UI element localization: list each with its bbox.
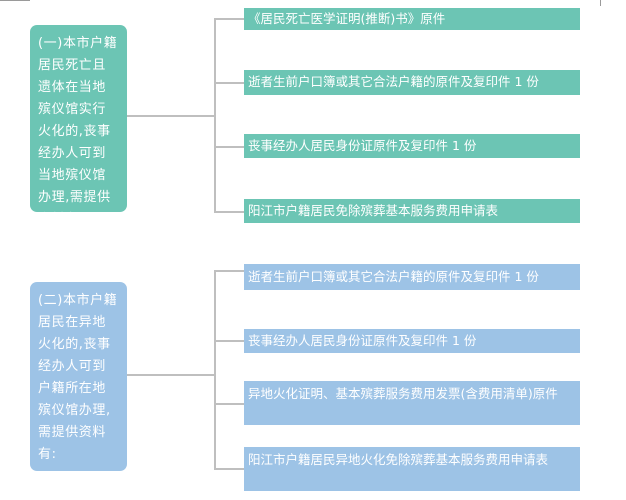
group-2-connector-branch-2 — [214, 340, 244, 342]
group-2-connector-branch-4 — [214, 468, 244, 470]
group-2-item-4: 阳江市户籍居民异地火化免除殡葬基本服务费用申请表 — [244, 447, 580, 491]
group-2-connector-stem — [127, 374, 215, 376]
group-1-item-4: 阳江市户籍居民免除殡葬基本服务费用申请表 — [244, 199, 580, 223]
top-edge-mark-left — [0, 0, 30, 1]
group-1-item-2-text: 逝者生前户口簿或其它合法户籍的原件及复印件 1 份 — [248, 74, 539, 90]
group-2-connector-branch-1 — [214, 270, 244, 272]
group-1-item-1: 《居民死亡医学证明(推断)书》原件 — [244, 8, 580, 30]
group-2-category-box: (二)本市户籍居民在异地火化的,丧事经办人可到户籍所在地殡仪馆办理,需提供资料有… — [30, 282, 127, 471]
group-2-item-1-text: 逝者生前户口簿或其它合法户籍的原件及复印件 1 份 — [248, 268, 539, 284]
group-1-item-1-text: 《居民死亡医学证明(推断)书》原件 — [248, 10, 446, 26]
group-1-item-3: 丧事经办人居民身份证原件及复印件 1 份 — [244, 134, 580, 158]
group-1-connector-stem — [127, 115, 215, 117]
group-2-item-3: 异地火化证明、基本殡葬服务费用发票(含费用清单)原件 — [244, 381, 580, 425]
top-edge-mark-right — [600, 0, 601, 6]
group-1-category-box: (一)本市户籍居民死亡且遗体在当地殡仪馆实行火化的,丧事经办人可到当地殡仪馆办理… — [30, 25, 127, 227]
group-1-connector-branch-4 — [214, 211, 244, 213]
group-2-connector-spine — [214, 270, 216, 470]
group-2-item-2: 丧事经办人居民身份证原件及复印件 1 份 — [244, 329, 580, 353]
group-2-item-1: 逝者生前户口簿或其它合法户籍的原件及复印件 1 份 — [244, 264, 580, 290]
group-1-connector-branch-3 — [214, 146, 244, 148]
group-1-item-2: 逝者生前户口簿或其它合法户籍的原件及复印件 1 份 — [244, 70, 580, 95]
group-1-connector-spine — [214, 18, 216, 213]
group-2-connector-branch-3 — [214, 403, 244, 405]
group-2-category-text: (二)本市户籍居民在异地火化的,丧事经办人可到户籍所在地殡仪馆办理,需提供资料有… — [38, 293, 118, 462]
group-1-connector-branch-1 — [214, 18, 244, 20]
group-1-connector-branch-2 — [214, 82, 244, 84]
group-1-item-4-text: 阳江市户籍居民免除殡葬基本服务费用申请表 — [248, 202, 499, 218]
group-2-item-3-text: 异地火化证明、基本殡葬服务费用发票(含费用清单)原件 — [248, 386, 558, 401]
group-1-item-3-text: 丧事经办人居民身份证原件及复印件 1 份 — [248, 137, 477, 153]
group-1-category-text: (一)本市户籍居民死亡且遗体在当地殡仪馆实行火化的,丧事经办人可到当地殡仪馆办理… — [38, 36, 118, 227]
group-2-item-4-text: 阳江市户籍居民异地火化免除殡葬基本服务费用申请表 — [248, 452, 549, 467]
group-2-item-2-text: 丧事经办人居民身份证原件及复印件 1 份 — [248, 332, 477, 348]
